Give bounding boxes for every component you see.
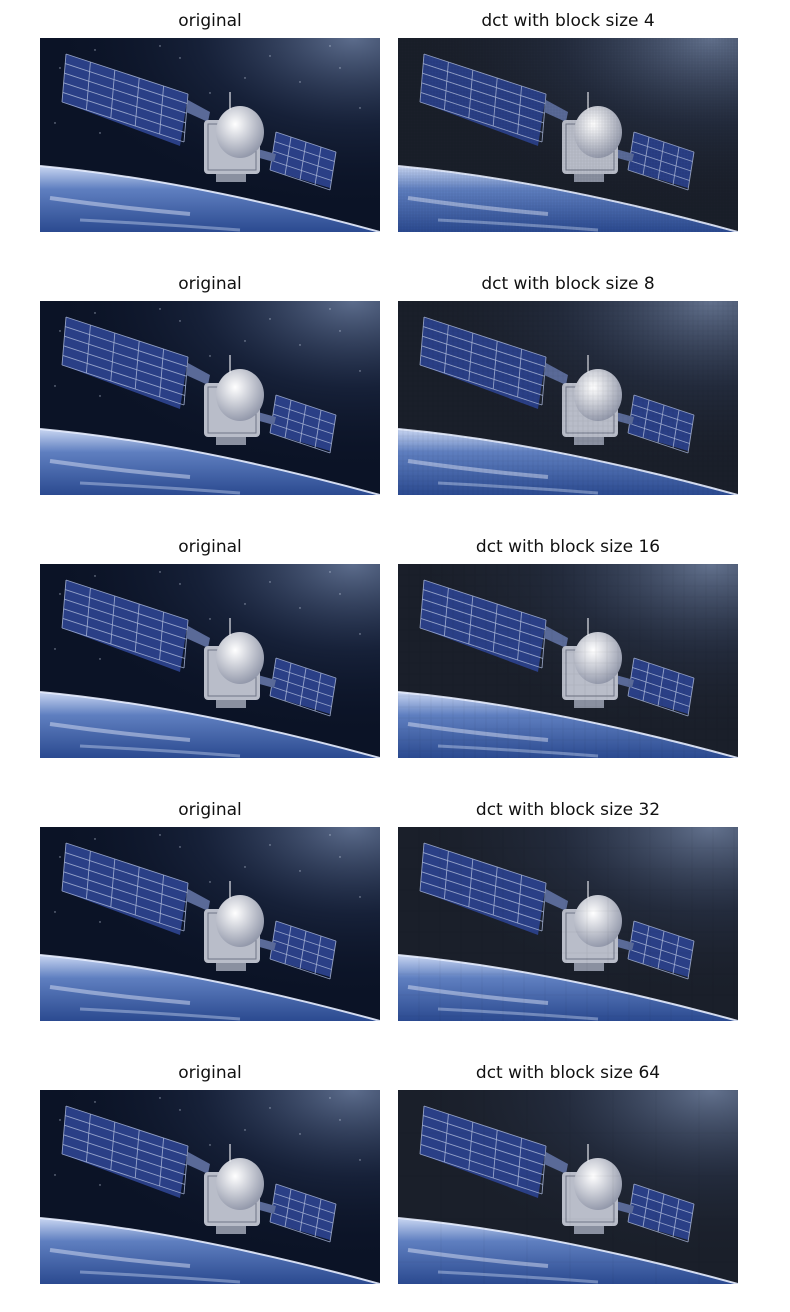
satellite-image-original bbox=[40, 38, 380, 232]
satellite-image-original bbox=[40, 1090, 380, 1284]
satellite-image-dct bbox=[398, 38, 738, 232]
satellite-image-dct bbox=[398, 827, 738, 1021]
satellite-image-dct bbox=[398, 1090, 738, 1284]
panel-title-original: original bbox=[178, 1063, 242, 1083]
satellite-image-original bbox=[40, 827, 380, 1021]
panel-title-dct: dct with block size 4 bbox=[481, 11, 655, 31]
satellite-image-original bbox=[40, 301, 380, 495]
panel-title-dct: dct with block size 8 bbox=[481, 274, 655, 294]
satellite-image-dct bbox=[398, 301, 738, 495]
panel-title-original: original bbox=[178, 11, 242, 31]
panel-title-dct: dct with block size 32 bbox=[475, 800, 661, 820]
panel-title-dct: dct with block size 64 bbox=[475, 1063, 661, 1083]
satellite-image-original bbox=[40, 564, 380, 758]
panel-title-original: original bbox=[178, 800, 242, 820]
satellite-image-dct bbox=[398, 564, 738, 758]
panel-title-dct: dct with block size 16 bbox=[475, 537, 661, 557]
panel-title-original: original bbox=[178, 537, 242, 557]
panel-title-original: original bbox=[178, 274, 242, 294]
